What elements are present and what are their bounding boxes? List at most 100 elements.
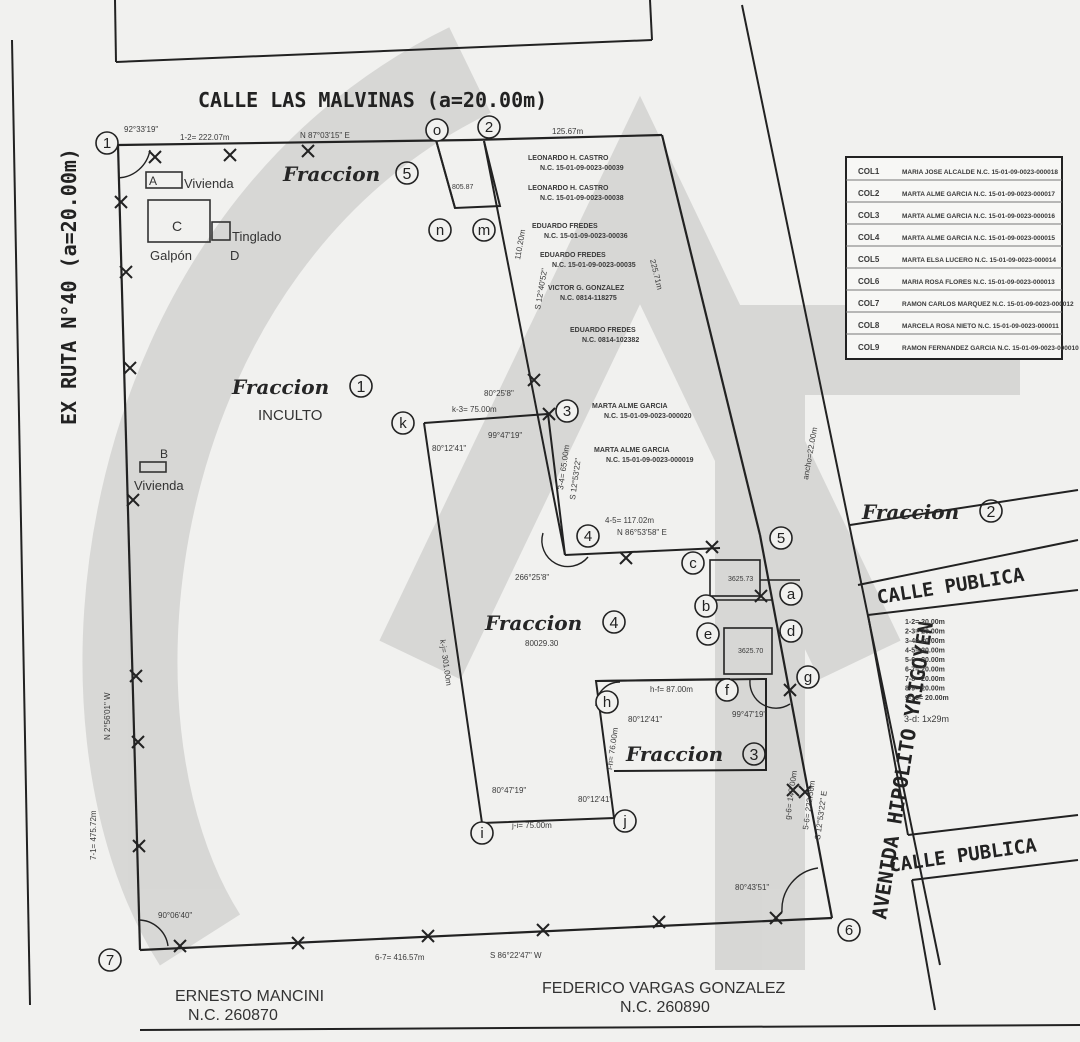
fraction-1-sub: INCULTO [258, 407, 322, 424]
svg-text:Fraccion: Fraccion [484, 611, 582, 635]
legend-owner: MARIA JOSE ALCALDE N.C. 15-01-09-0023-00… [902, 169, 1058, 176]
dim-top: 125.67m [552, 127, 583, 136]
survey-marker-x [148, 150, 162, 164]
fraction-3-outline [595, 677, 767, 772]
vertex-node-label: o [433, 122, 441, 139]
vertex-node-n6: 6 [837, 918, 861, 942]
lot-owner-line: MARTA ALME GARCIA [594, 447, 670, 454]
lot-owner-line: N.C. 0814-102382 [582, 337, 639, 344]
svg-text:Fraccion: Fraccion [861, 500, 959, 524]
vertex-node-label: 1 [103, 135, 111, 152]
survey-marker-x [131, 735, 145, 749]
building-a-letter: A [149, 174, 157, 188]
building-a-label: Vivienda [184, 176, 234, 191]
survey-marker-x [126, 493, 140, 507]
vertex-node-c: c [681, 551, 705, 575]
survey-marker-x [129, 669, 143, 683]
angle-1: 92°33'19" [124, 125, 158, 134]
legend-owner: RAMON CARLOS MARQUEZ N.C. 15-01-09-0023-… [902, 301, 1074, 308]
survey-marker-x [754, 589, 768, 603]
survey-marker-x [652, 915, 666, 929]
vertex-node-h: h [595, 690, 619, 714]
fraction-1-label: Fraccion 1 INCULTO [231, 374, 373, 424]
vertex-node-m: m [472, 218, 496, 242]
lot-owner-line: N.C. 15-01-09-0023-00039 [540, 165, 624, 172]
lot-owner-line: N.C. 15-01-09-0023-000020 [604, 413, 692, 420]
vertex-node-n5: 5 [769, 526, 793, 550]
fraction-2-label: Fraccion 2 [861, 499, 1003, 524]
public-street-outlines [849, 489, 1079, 1011]
survey-marker-x [132, 839, 146, 853]
fraction-5-label: Fraccion 5 805.87 [282, 161, 474, 191]
vertex-node-j: j [613, 809, 637, 833]
vertex-node-f: f [715, 678, 739, 702]
survey-marker-x [119, 265, 133, 279]
lot-owner-line: N.C. 15-01-09-0023-000019 [606, 457, 694, 464]
angle-6: 80°43'51" [735, 883, 769, 892]
vertex-node-label: 5 [777, 530, 785, 547]
vertex-node-label: e [704, 626, 712, 643]
street-calle-publica-1: CALLE PUBLICA [875, 564, 1026, 609]
legend-owner: RAMON FERNANDEZ GARCIA N.C. 15-01-09-002… [902, 345, 1079, 352]
vertex-node-d: d [779, 619, 803, 643]
dim-h-f: h-f= 87.00m [650, 685, 693, 694]
building-d-letter: D [230, 248, 239, 263]
vertex-node-n: n [428, 218, 452, 242]
dim-k-3: k-3= 75.00m [452, 405, 497, 414]
public-lot-dim: 1-2= 20.00m [905, 619, 945, 626]
fraction-5-outline [435, 139, 502, 210]
angle-4: 266°25'8" [515, 573, 549, 582]
vertex-node-label: g [804, 669, 812, 686]
survey-marker-x [123, 361, 137, 375]
vertex-node-b: b [694, 594, 718, 618]
survey-marker-x [421, 929, 435, 943]
legend-owner: MARTA ALME GARCIA N.C. 15-01-09-0023-000… [902, 235, 1055, 242]
dim-1-2: 1-2= 222.07m [180, 133, 230, 142]
survey-marker-x [769, 911, 783, 925]
vertex-node-label: m [478, 222, 491, 239]
survey-marker-x [542, 407, 556, 421]
vertex-node-label: c [689, 555, 697, 572]
vertex-node-n4: 4 [576, 524, 600, 548]
dim-i-h: i-h= 76.00m [605, 727, 620, 771]
dim-j-i: j-i= 75.00m [511, 821, 552, 830]
legend-owner: MARTA ALME GARCIA N.C. 15-01-09-0023-000… [902, 191, 1055, 198]
survey-marker-x [527, 373, 541, 387]
public-lot-dim: 5-6= 20.00m [905, 657, 945, 664]
angle-k: 80°12'41" [432, 444, 466, 453]
svg-text:2: 2 [987, 504, 996, 521]
building-tinglado-label: Tinglado [232, 229, 281, 244]
legend-code: COL4 [858, 233, 880, 242]
svg-text:3: 3 [750, 747, 759, 764]
survey-marker-x [223, 148, 237, 162]
dim-7-1: 7-1= 475.72m [89, 810, 98, 860]
building-b-letter: B [160, 447, 168, 461]
angle-7: 90°06'40" [158, 911, 192, 920]
survey-marker-x [536, 923, 550, 937]
owner-ernesto-mancini-nc: N.C. 260870 [188, 1007, 278, 1024]
legend-code: COL1 [858, 167, 880, 176]
buildings [139, 171, 231, 473]
survey-marker-x [619, 551, 633, 565]
vertex-node-label: j [622, 813, 626, 830]
dim-4-5-bearing: N 86°53'58" E [617, 528, 667, 537]
lots-block-outline [483, 140, 721, 556]
survey-marker-x [114, 195, 128, 209]
angle-f: 99°47'19" [732, 710, 766, 719]
lot-owner-line: EDUARDO FREDES [540, 252, 606, 259]
building-b-label: Vivienda [134, 478, 184, 493]
survey-marker-x [301, 144, 315, 158]
public-lot-dim: 8-9= 20.00m [905, 686, 945, 693]
survey-marker-x [798, 785, 812, 799]
angle-k-inner: 99°47'19" [488, 431, 522, 440]
vertex-node-g: g [796, 665, 820, 689]
public-lots-total: 3-d: 1x29m [904, 714, 949, 724]
svg-text:1: 1 [357, 379, 366, 396]
street-ex-ruta-40: EX RUTA N°40 (a=20.00m) [57, 148, 81, 425]
lot-owner-line: EDUARDO FREDES [532, 223, 598, 230]
owner-federico-vargas-gonzalez-nc: N.C. 260890 [620, 999, 710, 1016]
vertex-node-n3: 3 [555, 399, 579, 423]
building-c-letter: C [172, 218, 182, 234]
vertex-node-label: 4 [584, 528, 592, 545]
